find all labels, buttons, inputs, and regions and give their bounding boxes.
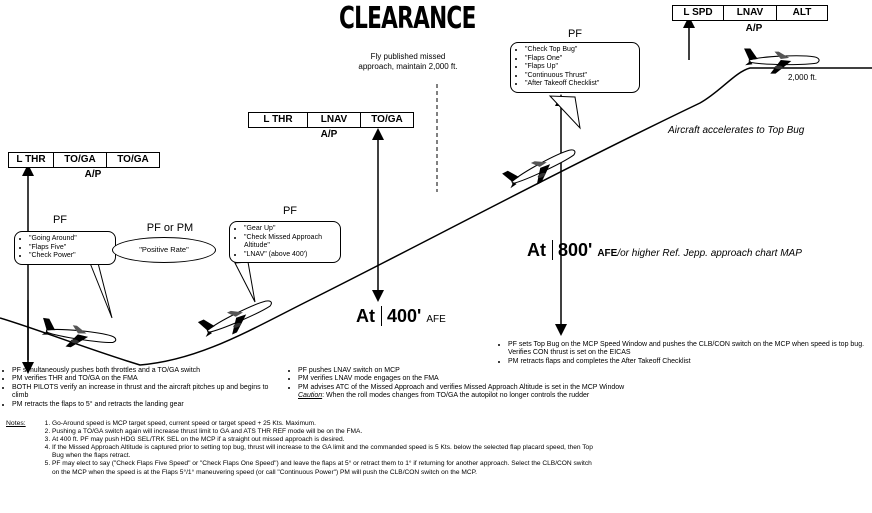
note-item: At 400 ft. PF may push HDG SEL/TRK SEL o… (52, 436, 598, 444)
callout-item: "Flaps One" (525, 55, 634, 64)
action-item: PF pushes LNAV switch on MCP (298, 367, 718, 375)
fma-autopilot-status: A/P (78, 169, 108, 180)
accelerate-text: Aircraft accelerates to Top Bug (668, 125, 804, 136)
note-item: If the Missed Approach Altitude is captu… (52, 444, 598, 460)
callout-item: "Check Missed Approach Altitude" (244, 234, 335, 251)
caution-label: Caution (298, 392, 322, 399)
clearance-text: Fly published missed approach, maintain … (322, 52, 494, 72)
notes-label: Notes: (6, 420, 26, 427)
notes-list: Go-Around speed is MCP target speed, cur… (38, 420, 598, 477)
fma-cell-pitch: TO/GA (107, 153, 159, 167)
fma-display-level: L SPD LNAV ALT (672, 5, 828, 21)
fma-cell-thrust: L THR (249, 113, 308, 127)
actions-left-list: PF simultaneously pushes both throttles … (2, 367, 278, 409)
caution-note: Caution: When the roll modes changes fro… (288, 392, 718, 400)
action-item: PF sets Top Bug on the MCP Speed Window … (508, 341, 870, 358)
note-item: PF may elect to say ("Check Flaps Five S… (52, 460, 598, 476)
phase4-role: PF (555, 28, 595, 40)
fma-cell-pitch: ALT (777, 6, 827, 20)
phase3-callouts: "Gear Up" "Check Missed Approach Altitud… (229, 221, 341, 263)
aircraft-rotation-icon (198, 292, 277, 346)
aircraft-level-icon (744, 48, 819, 73)
action-item: PF simultaneously pushes both throttles … (12, 367, 278, 375)
fma-autopilot-status: A/P (739, 23, 769, 34)
action-item: BOTH PILOTS verify an increase in thrust… (12, 384, 278, 401)
fma-cell-pitch: TO/GA (361, 113, 413, 127)
fma-cell-roll: TO/GA (54, 153, 107, 167)
callout-item: "Going Around" (29, 235, 110, 244)
action-item: PM retracts the flaps to 5° and retracts… (12, 401, 278, 409)
fma-cell-roll: LNAV (724, 6, 777, 20)
phase1-role: PF (40, 214, 80, 226)
callout-item: "Continuous Thrust" (525, 72, 634, 81)
callout-item: "Flaps Up" (525, 63, 634, 72)
action-item: PM verifies THR and TO/GA on the FMA (12, 375, 278, 383)
fma-cell-thrust: L SPD (673, 6, 724, 20)
note-item: Pushing a TO/GA switch again will increa… (52, 428, 598, 436)
phase2-role: PF or PM (130, 222, 210, 234)
callout-item: "After Takeoff Checklist" (525, 80, 634, 89)
phase2-callout: "Positive Rate" (112, 237, 216, 263)
action-item: PM advises ATC of the Missed Approach an… (298, 384, 718, 392)
fma-display-400ft: L THR LNAV TO/GA (248, 112, 414, 128)
callout-item: "Flaps Five" (29, 244, 110, 253)
actions-mid-list: PF pushes LNAV switch on MCP PM verifies… (288, 367, 718, 401)
callout-item: "Check Top Bug" (525, 46, 634, 55)
fma-cell-roll: LNAV (308, 113, 361, 127)
fma-autopilot-status: A/P (314, 129, 344, 140)
phase1-callouts: "Going Around" "Flaps Five" "Check Power… (14, 231, 116, 265)
fma-cell-thrust: L THR (9, 153, 54, 167)
callout-item: "LNAV" (above 400') (244, 251, 335, 260)
actions-right-list: PF sets Top Bug on the MCP Speed Window … (498, 341, 870, 366)
action-item: PM retracts flaps and completes the Afte… (508, 358, 870, 366)
fma-display-goaround: L THR TO/GA TO/GA (8, 152, 160, 168)
phase3-role: PF (270, 205, 310, 217)
callout-item: "Gear Up" (244, 225, 335, 234)
note-item: Go-Around speed is MCP target speed, cur… (52, 420, 598, 428)
altitude-label: 2,000 ft. (788, 73, 817, 82)
callout-item: "Check Power" (29, 252, 110, 261)
phase4-callouts: "Check Top Bug" "Flaps One" "Flaps Up" "… (510, 42, 640, 93)
clearance-title: CLEARANCE (339, 1, 457, 36)
action-item: PM verifies LNAV mode engages on the FMA (298, 375, 718, 383)
